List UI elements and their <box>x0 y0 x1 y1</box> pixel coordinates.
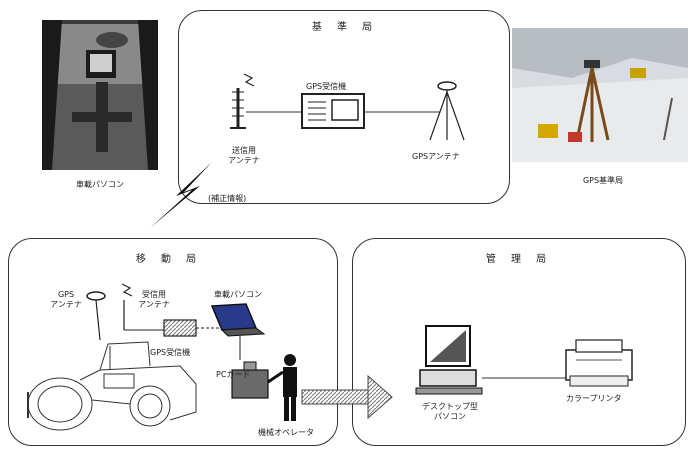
onboard-laptop-icon <box>210 303 266 337</box>
mobile-gps-receiver-label: GPS受信機 <box>150 348 191 357</box>
onboard-pc-label: 車載パソコン <box>214 290 262 299</box>
mobile-gps-receiver-icon <box>163 319 197 337</box>
data-transfer-arrow-icon <box>301 374 393 420</box>
photo-right-caption: GPS基準局 <box>582 176 624 185</box>
base-gps-antenna-label: GPSアンテナ <box>412 152 460 161</box>
base-gps-antenna-icon <box>429 81 465 141</box>
lightning-bolt-icon <box>150 162 212 228</box>
tx-antenna-label-2: アンテナ <box>228 156 260 165</box>
mobile-gps-label-1: GPS <box>57 290 75 299</box>
mobile-station-box <box>8 238 338 446</box>
base-gps-receiver-label: GPS受信機 <box>306 82 347 91</box>
gps-base-station-photo <box>512 28 688 162</box>
desktop-label-1: デスクトップ型 <box>422 402 478 411</box>
roller-machine-icon <box>27 341 197 431</box>
onboard-pc-photo <box>42 20 158 170</box>
mobile-gps-label-2: アンテナ <box>50 300 82 309</box>
operator-icon <box>267 354 297 421</box>
correction-info-label: (補正情報) <box>208 194 247 203</box>
rx-antenna-label-1: 受信用 <box>142 290 166 299</box>
desktop-label-2: パソコン <box>434 412 466 421</box>
management-station-box <box>352 238 686 446</box>
photo-left-caption: 車載パソコン <box>76 180 124 189</box>
mobile-gps-antenna-icon <box>86 291 106 341</box>
tx-antenna-tower-icon <box>230 73 255 129</box>
rx-antenna-label-2: アンテナ <box>138 300 170 309</box>
tx-antenna-label-1: 送信用 <box>232 146 256 155</box>
mobile-station-title: 移 動 局 <box>135 254 203 265</box>
desktop-computer-icon <box>415 325 483 395</box>
operator-label: 機械オペレータ <box>258 428 314 437</box>
pc-card-label: PCカード <box>216 370 251 379</box>
base-station-title: 基 準 局 <box>311 22 379 33</box>
base-gps-receiver-icon <box>301 93 365 129</box>
color-printer-icon <box>565 339 633 387</box>
color-printer-label: カラープリンタ <box>566 394 622 403</box>
rx-antenna-icon <box>121 283 133 330</box>
pc-card-icon <box>231 361 269 399</box>
management-station-title: 管 理 局 <box>485 254 553 265</box>
